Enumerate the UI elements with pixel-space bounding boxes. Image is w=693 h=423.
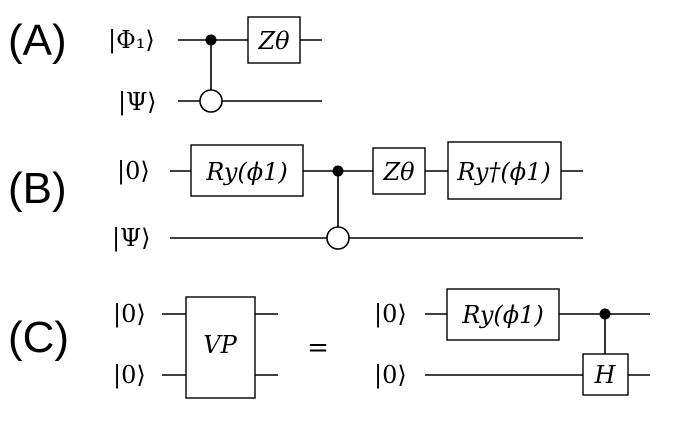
panel-c-tag: (C) xyxy=(8,313,69,362)
panel-c-ket-out-bottom: |0⟩ xyxy=(374,361,407,390)
panel-c: (C) |0⟩ |0⟩ VP = |0⟩ |0⟩ Ry(ϕ1) H xyxy=(8,288,650,399)
panel-a-target-xor xyxy=(199,89,223,113)
panel-a-z-theta-label: Zθ xyxy=(257,27,290,55)
panel-b-z-theta-label: Zθ xyxy=(382,158,415,186)
panel-b-tag: (B) xyxy=(8,164,67,213)
panel-a: (A) |Φ₁⟩ |Ψ⟩ Zθ xyxy=(8,16,322,117)
panel-c-ket-out-top: |0⟩ xyxy=(374,300,407,329)
panel-c-h-gate xyxy=(582,353,629,396)
panel-b-ket-0: |0⟩ xyxy=(117,157,150,186)
panel-b-ry-dagger-gate xyxy=(447,141,562,200)
panel-b-control-dot xyxy=(332,165,344,177)
panel-c-ket-in-bottom: |0⟩ xyxy=(113,361,146,390)
panel-a-ket-phi1: |Φ₁⟩ xyxy=(108,26,155,55)
panel-a-control-dot xyxy=(205,34,217,46)
panel-b-ry-gate xyxy=(190,144,304,197)
panel-c-ry-gate xyxy=(446,288,560,341)
panel-b-z-theta-gate xyxy=(372,147,426,195)
panel-c-control-dot xyxy=(599,308,611,320)
panel-c-ry-label: Ry(ϕ1) xyxy=(461,301,544,329)
panel-c-equals-sign: = xyxy=(307,333,329,363)
panel-b-ry-label: Ry(ϕ1) xyxy=(205,158,288,186)
panel-c-vp-gate xyxy=(185,296,256,399)
panel-c-h-label: H xyxy=(594,361,617,389)
panel-b-target-xor xyxy=(326,226,350,250)
panel-c-vp-label: VP xyxy=(203,331,237,359)
panel-b-ry-dagger-label: Ry†(ϕ1) xyxy=(456,158,551,186)
panel-a-z-theta-gate xyxy=(247,16,301,64)
panel-a-ket-psi: |Ψ⟩ xyxy=(118,88,157,117)
panel-b: (B) |0⟩ |Ψ⟩ Ry(ϕ1) Zθ Ry†(ϕ1) xyxy=(8,141,583,253)
panel-c-ket-in-top: |0⟩ xyxy=(113,300,146,329)
panel-a-tag: (A) xyxy=(8,16,67,65)
panel-b-ket-psi: |Ψ⟩ xyxy=(112,224,151,253)
